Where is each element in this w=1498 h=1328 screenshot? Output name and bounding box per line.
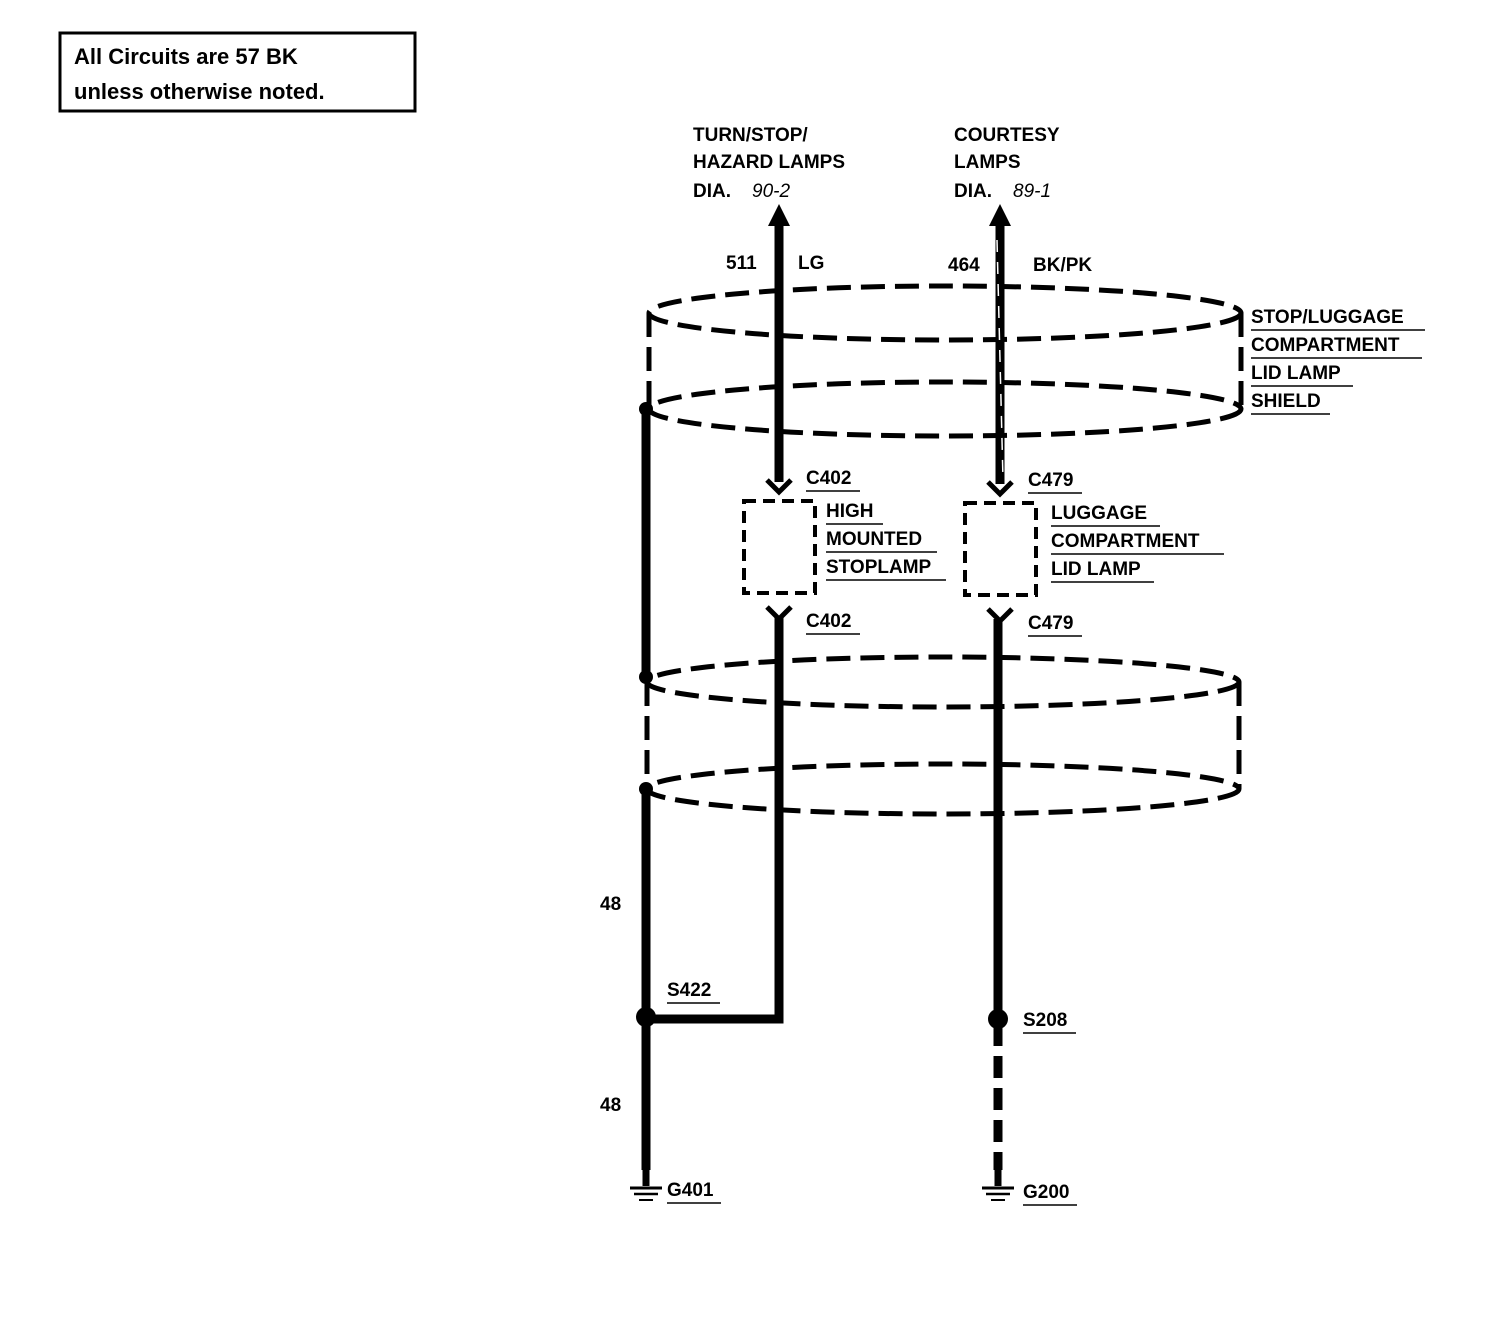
stoplamp-ground-wire[interactable] (646, 617, 784, 1024)
lid-lamp-component[interactable] (963, 501, 1038, 597)
dest-left-dia: DIA. (693, 181, 731, 202)
stoplamp-label-line2: MOUNTED (826, 529, 922, 550)
dest-right-dia: DIA. (954, 181, 992, 202)
ground-g200-icon (982, 1168, 1014, 1201)
shield-drain-junction-upper (639, 402, 653, 416)
shield-label-line2: COMPARTMENT (1251, 335, 1400, 356)
connector-c402-top-icon (765, 478, 793, 496)
wire-48-upper-label: 48 (600, 894, 621, 915)
stoplamp-label-line1: HIGH (826, 501, 874, 522)
note-line-2: unless otherwise noted. (74, 79, 325, 104)
lid-lamp-label: LUGGAGE COMPARTMENT LID LAMP (1051, 503, 1224, 583)
wire-464-number: 464 (948, 255, 980, 276)
ground-g401-label: G401 (667, 1180, 714, 1201)
wire-48-lower-label: 48 (600, 1095, 621, 1116)
wire-511-color: LG (798, 253, 824, 274)
lower-shield (644, 654, 1242, 817)
note-line-1: All Circuits are 57 BK (74, 44, 298, 69)
lid-lamp-label-line2: COMPARTMENT (1051, 531, 1200, 552)
splice-s208-label: S208 (1023, 1010, 1067, 1031)
shield-label-line3: LID LAMP (1251, 363, 1341, 384)
shield-drain-junction-middle (639, 670, 653, 684)
lid-lamp-label-line1: LUGGAGE (1051, 503, 1147, 524)
splice-s208[interactable] (988, 1009, 1008, 1029)
note-box (58, 31, 417, 113)
wire-464-color: BK/PK (1033, 255, 1092, 276)
arrow-right-icon (989, 204, 1011, 226)
stoplamp-label-line3: STOPLAMP (826, 557, 932, 578)
dest-right-line2: LAMPS (954, 152, 1021, 173)
c479-bottom-label: C479 (1028, 613, 1073, 634)
stoplamp-component[interactable] (742, 499, 817, 595)
shield-label-line1: STOP/LUGGAGE (1251, 307, 1404, 328)
shield-label: STOP/LUGGAGE COMPARTMENT LID LAMP SHIELD (1251, 307, 1425, 415)
ground-g200-label: G200 (1023, 1182, 1069, 1203)
arrow-left-icon (768, 204, 790, 226)
lid-lamp-label-line3: LID LAMP (1051, 559, 1141, 580)
splice-s422-label: S422 (667, 980, 711, 1001)
dest-right-dia-ref[interactable]: 89-1 (1013, 181, 1051, 202)
c402-bottom-label: C402 (806, 611, 851, 632)
stoplamp-label: HIGH MOUNTED STOPLAMP (826, 501, 946, 581)
wire-464[interactable] (995, 224, 1005, 484)
dest-left-line1: TURN/STOP/ (693, 125, 808, 146)
dest-left-line2: HAZARD LAMPS (693, 152, 845, 173)
shield-label-line4: SHIELD (1251, 391, 1321, 412)
wire-511-number: 511 (726, 253, 757, 274)
upper-shield (646, 283, 1244, 439)
c479-top-label: C479 (1028, 470, 1073, 491)
c402-top-label: C402 (806, 468, 851, 489)
ground-g401-icon (630, 1168, 662, 1201)
dest-left-dia-ref[interactable]: 90-2 (752, 181, 790, 202)
dest-right-line1: COURTESY (954, 125, 1060, 146)
splice-s422[interactable] (636, 1007, 656, 1027)
connector-c479-top-icon (986, 480, 1014, 498)
